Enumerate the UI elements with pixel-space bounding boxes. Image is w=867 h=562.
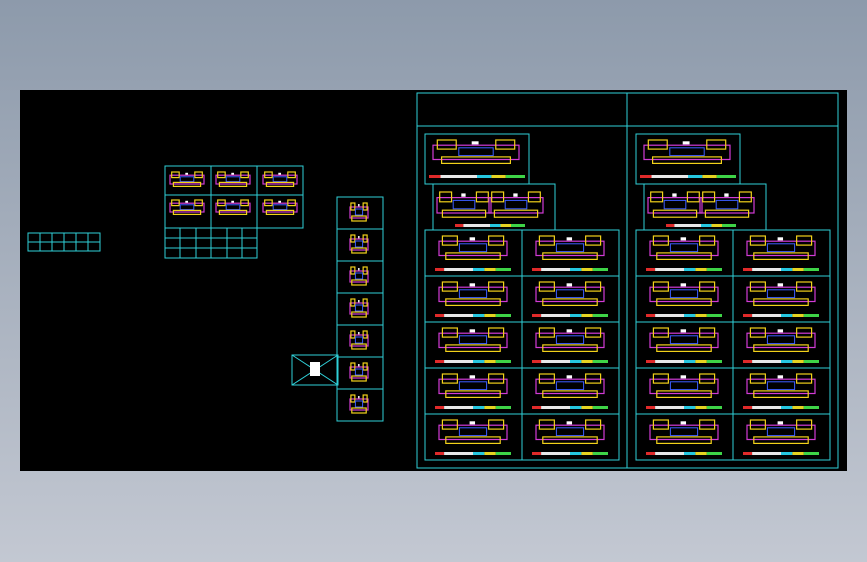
- floor-plan-glyph: [647, 191, 703, 218]
- floor-plan-glyph: [349, 394, 369, 414]
- title-bar: [532, 360, 608, 363]
- floor-plan-glyph: [169, 171, 205, 188]
- sheet-frame: [732, 413, 831, 461]
- title-bar: [666, 224, 736, 227]
- floor-plan-glyph: [746, 373, 816, 398]
- stack-cell: [336, 196, 384, 230]
- title-bar: [646, 452, 722, 455]
- drawing-canvas[interactable]: [20, 90, 847, 471]
- floor-plan-glyph: [349, 298, 369, 318]
- stack-cell: [336, 260, 384, 294]
- floor-plan-glyph: [349, 362, 369, 382]
- stack-cell: [336, 292, 384, 326]
- title-bar: [532, 314, 608, 317]
- floor-plan-glyph: [535, 419, 605, 444]
- floor-plan-glyph: [488, 191, 544, 218]
- title-bar: [743, 268, 819, 271]
- floor-plan-glyph: [535, 235, 605, 260]
- floor-plan-glyph: [215, 171, 251, 188]
- floor-plan-glyph: [649, 281, 719, 306]
- floor-plan-glyph: [746, 327, 816, 352]
- title-bar: [429, 175, 525, 178]
- floor-plan-glyph: [438, 235, 508, 260]
- floor-plan-glyph: [649, 419, 719, 444]
- floor-plan-glyph: [349, 202, 369, 222]
- crossed-detail-box: [291, 354, 339, 386]
- floor-plan-glyph: [438, 373, 508, 398]
- title-bar: [743, 406, 819, 409]
- floor-plan-glyph: [438, 419, 508, 444]
- title-bar: [646, 268, 722, 271]
- floor-plan-glyph: [649, 235, 719, 260]
- title-bar: [455, 224, 525, 227]
- title-bar: [743, 452, 819, 455]
- floor-plan-glyph: [169, 199, 205, 216]
- floor-plan-glyph: [438, 281, 508, 306]
- floor-plan-glyph: [643, 139, 731, 165]
- floor-plan-glyph: [262, 199, 298, 216]
- main-sheet-frame: [416, 92, 839, 469]
- floor-plan-glyph: [432, 139, 520, 165]
- floor-plan-glyph: [699, 191, 755, 218]
- floor-plan-glyph: [746, 419, 816, 444]
- floor-plan-glyph: [535, 281, 605, 306]
- title-bar: [532, 406, 608, 409]
- title-bar: [435, 406, 511, 409]
- vertical-plan-stack: [336, 196, 384, 422]
- small-legend-table: [27, 232, 101, 252]
- floor-plan-glyph: [349, 234, 369, 254]
- title-bar: [532, 268, 608, 271]
- sheet-frame: [521, 413, 620, 461]
- title-bar: [435, 452, 511, 455]
- floor-plan-glyph: [215, 199, 251, 216]
- stack-cell: [336, 356, 384, 390]
- stack-cell: [336, 388, 384, 422]
- title-bar: [646, 360, 722, 363]
- sheet-frame: [432, 183, 556, 231]
- title-bar: [646, 314, 722, 317]
- floor-plan-glyph: [746, 281, 816, 306]
- title-bar: [646, 406, 722, 409]
- floor-plan-glyph: [746, 235, 816, 260]
- title-bar: [640, 175, 736, 178]
- floor-plan-glyph: [535, 327, 605, 352]
- floor-plan-glyph: [438, 327, 508, 352]
- floor-plan-glyph: [436, 191, 492, 218]
- sheet-frame: [643, 183, 767, 231]
- title-bar: [743, 314, 819, 317]
- floor-plan-glyph: [349, 330, 369, 350]
- stack-cell: [336, 324, 384, 358]
- title-bar: [532, 452, 608, 455]
- floor-plan-glyph: [535, 373, 605, 398]
- floor-plan-glyph: [649, 373, 719, 398]
- title-bar: [743, 360, 819, 363]
- title-bar: [435, 268, 511, 271]
- floor-plan-glyph: [262, 171, 298, 188]
- floor-plan-sheets: [424, 133, 831, 461]
- title-bar: [435, 360, 511, 363]
- title-bar: [435, 314, 511, 317]
- cad-drawing: [27, 92, 839, 469]
- floor-plan-glyph: [349, 266, 369, 286]
- stack-cell: [336, 228, 384, 262]
- unit-type-table: [164, 165, 304, 259]
- floor-plan-glyph: [649, 327, 719, 352]
